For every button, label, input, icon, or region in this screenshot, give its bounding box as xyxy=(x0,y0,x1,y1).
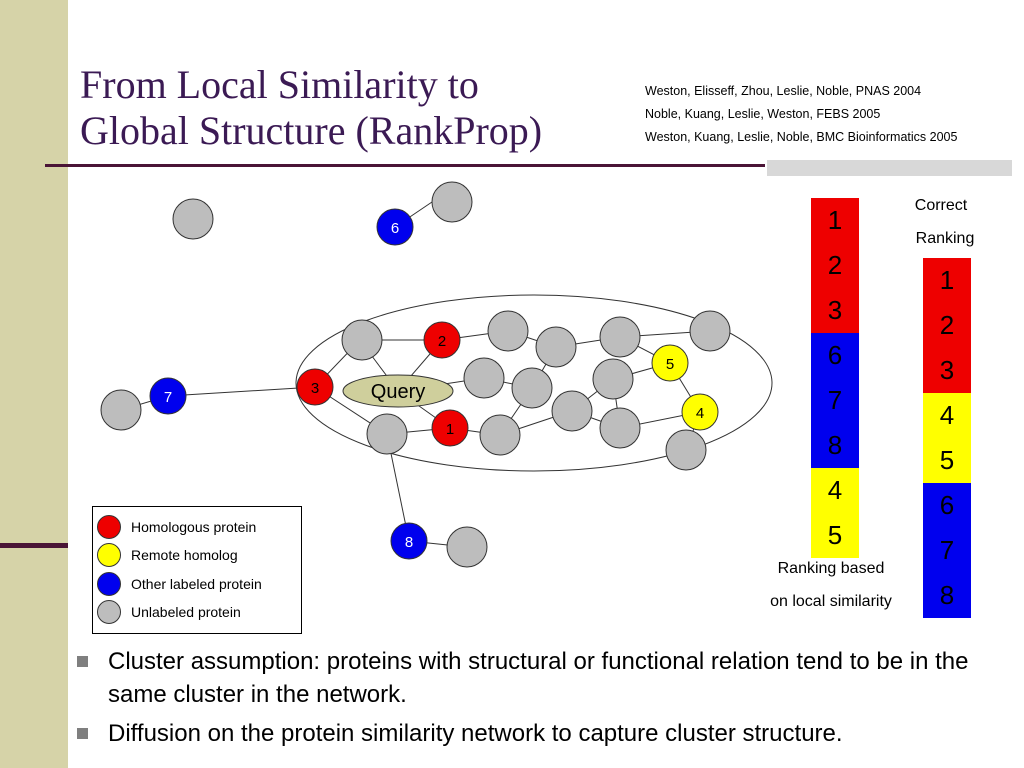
legend-item: Homologous protein xyxy=(97,514,256,540)
query-ellipse xyxy=(342,374,454,408)
unlabeled-node xyxy=(535,326,577,368)
legend-label: Homologous protein xyxy=(131,519,257,535)
cluster-ellipse xyxy=(295,294,773,472)
unlabeled-node xyxy=(479,414,521,456)
labeled-nodes xyxy=(149,208,719,560)
unlabeled-node xyxy=(366,413,408,455)
slide-title-line-1: From Local Similarity to xyxy=(80,62,479,107)
local-rank-cell: 4 xyxy=(811,468,859,513)
node-label: 6 xyxy=(391,220,399,237)
node-labels: 2 3 1 5 4 6 7 8 xyxy=(164,220,704,551)
correct-rank-cell: 4 xyxy=(923,393,971,438)
correct-ranking: 1 2 3 4 5 6 7 8 xyxy=(923,258,971,618)
title-underline xyxy=(45,164,765,167)
node-3 xyxy=(296,368,334,406)
legend-label: Other labeled protein xyxy=(131,576,262,592)
node-7 xyxy=(149,377,187,415)
unlabeled-node xyxy=(599,407,641,449)
correct-rank-cell: 8 xyxy=(923,573,971,618)
query-node: Query xyxy=(342,374,454,408)
network-edge xyxy=(167,386,316,397)
unlabeled-node xyxy=(341,319,383,361)
unlabeled-node xyxy=(431,181,473,223)
query-label: Query xyxy=(371,381,425,403)
unlabeled-node xyxy=(689,310,731,352)
unlabeled-node xyxy=(487,310,529,352)
node-5 xyxy=(651,344,689,382)
local-rank-cell: 8 xyxy=(811,423,859,468)
bullet-item: Cluster assumption: proteins with struct… xyxy=(72,645,1002,711)
reference-item: Noble, Kuang, Leslie, Weston, FEBS 2005 xyxy=(645,107,881,121)
node-label: 8 xyxy=(405,534,413,551)
unlabeled-nodes xyxy=(100,181,731,568)
legend-label: Remote homolog xyxy=(131,547,238,563)
legend: Homologous protein Remote homolog Other … xyxy=(92,506,302,634)
node-label: 3 xyxy=(311,380,319,397)
legend-item: Unlabeled protein xyxy=(97,599,241,625)
unlabeled-node xyxy=(665,429,707,471)
local-rank-cell: 7 xyxy=(811,378,859,423)
unlabeled-node xyxy=(172,198,214,240)
node-4 xyxy=(681,393,719,431)
correct-rank-cell: 5 xyxy=(923,438,971,483)
unlabeled-node xyxy=(100,389,142,431)
unlabeled-node xyxy=(551,390,593,432)
node-8 xyxy=(390,522,428,560)
correct-rank-cell: 3 xyxy=(923,348,971,393)
correct-ranking-caption-line-1: Correct xyxy=(914,197,968,214)
unlabeled-protein-swatch xyxy=(97,600,121,624)
title-rule-end-block xyxy=(767,160,1012,176)
unlabeled-node xyxy=(592,358,634,400)
correct-rank-cell: 1 xyxy=(923,258,971,303)
node-1 xyxy=(431,409,469,447)
unlabeled-node xyxy=(511,367,553,409)
references: Weston, Elisseff, Zhou, Leslie, Noble, P… xyxy=(645,80,957,149)
other-labeled-protein-swatch xyxy=(97,572,121,596)
local-rank-cell: 1 xyxy=(811,198,859,243)
local-rank-cell: 2 xyxy=(811,243,859,288)
correct-rank-cell: 7 xyxy=(923,528,971,573)
correct-rank-cell: 6 xyxy=(923,483,971,528)
unlabeled-node xyxy=(599,316,641,358)
correct-rank-cell: 2 xyxy=(923,303,971,348)
left-decorative-bar xyxy=(0,0,68,768)
unlabeled-node xyxy=(446,526,488,568)
reference-item: Weston, Elisseff, Zhou, Leslie, Noble, P… xyxy=(645,84,922,98)
slide-title: From Local Similarity to Global Structur… xyxy=(80,62,542,154)
local-similarity-ranking: 1 2 3 6 7 8 4 5 xyxy=(811,198,859,558)
bullet-text: Cluster assumption: proteins with struct… xyxy=(108,648,969,708)
bullet-square-icon xyxy=(77,656,88,667)
local-ranking-caption-line-1: Ranking based xyxy=(777,560,885,577)
local-rank-cell: 5 xyxy=(811,513,859,558)
local-ranking-caption-line-2: on local similarity xyxy=(770,593,892,610)
node-label: 7 xyxy=(164,389,172,406)
homologous-protein-swatch xyxy=(97,515,121,539)
unlabeled-node xyxy=(463,357,505,399)
node-2 xyxy=(423,321,461,359)
node-label: 4 xyxy=(696,405,704,422)
bullet-item: Diffusion on the protein similarity netw… xyxy=(72,717,1002,750)
legend-item: Other labeled protein xyxy=(97,571,262,597)
bullet-text: Diffusion on the protein similarity netw… xyxy=(108,720,843,747)
legend-item: Remote homolog xyxy=(97,542,238,568)
node-label: 1 xyxy=(446,421,454,438)
bullet-list: Cluster assumption: proteins with struct… xyxy=(72,645,1002,756)
reference-item: Weston, Kuang, Leslie, Noble, BMC Bioinf… xyxy=(645,130,958,144)
left-bar-accent-line xyxy=(0,543,68,548)
remote-homolog-swatch xyxy=(97,543,121,567)
local-rank-cell: 3 xyxy=(811,288,859,333)
legend-label: Unlabeled protein xyxy=(131,604,241,620)
node-label: 5 xyxy=(666,356,674,373)
local-rank-cell: 6 xyxy=(811,333,859,378)
bullet-square-icon xyxy=(77,728,88,739)
node-6 xyxy=(376,208,414,246)
correct-ranking-caption-line-2: Ranking xyxy=(915,230,975,247)
node-label: 2 xyxy=(438,333,446,350)
slide-title-line-2: Global Structure (RankProp) xyxy=(80,108,543,153)
